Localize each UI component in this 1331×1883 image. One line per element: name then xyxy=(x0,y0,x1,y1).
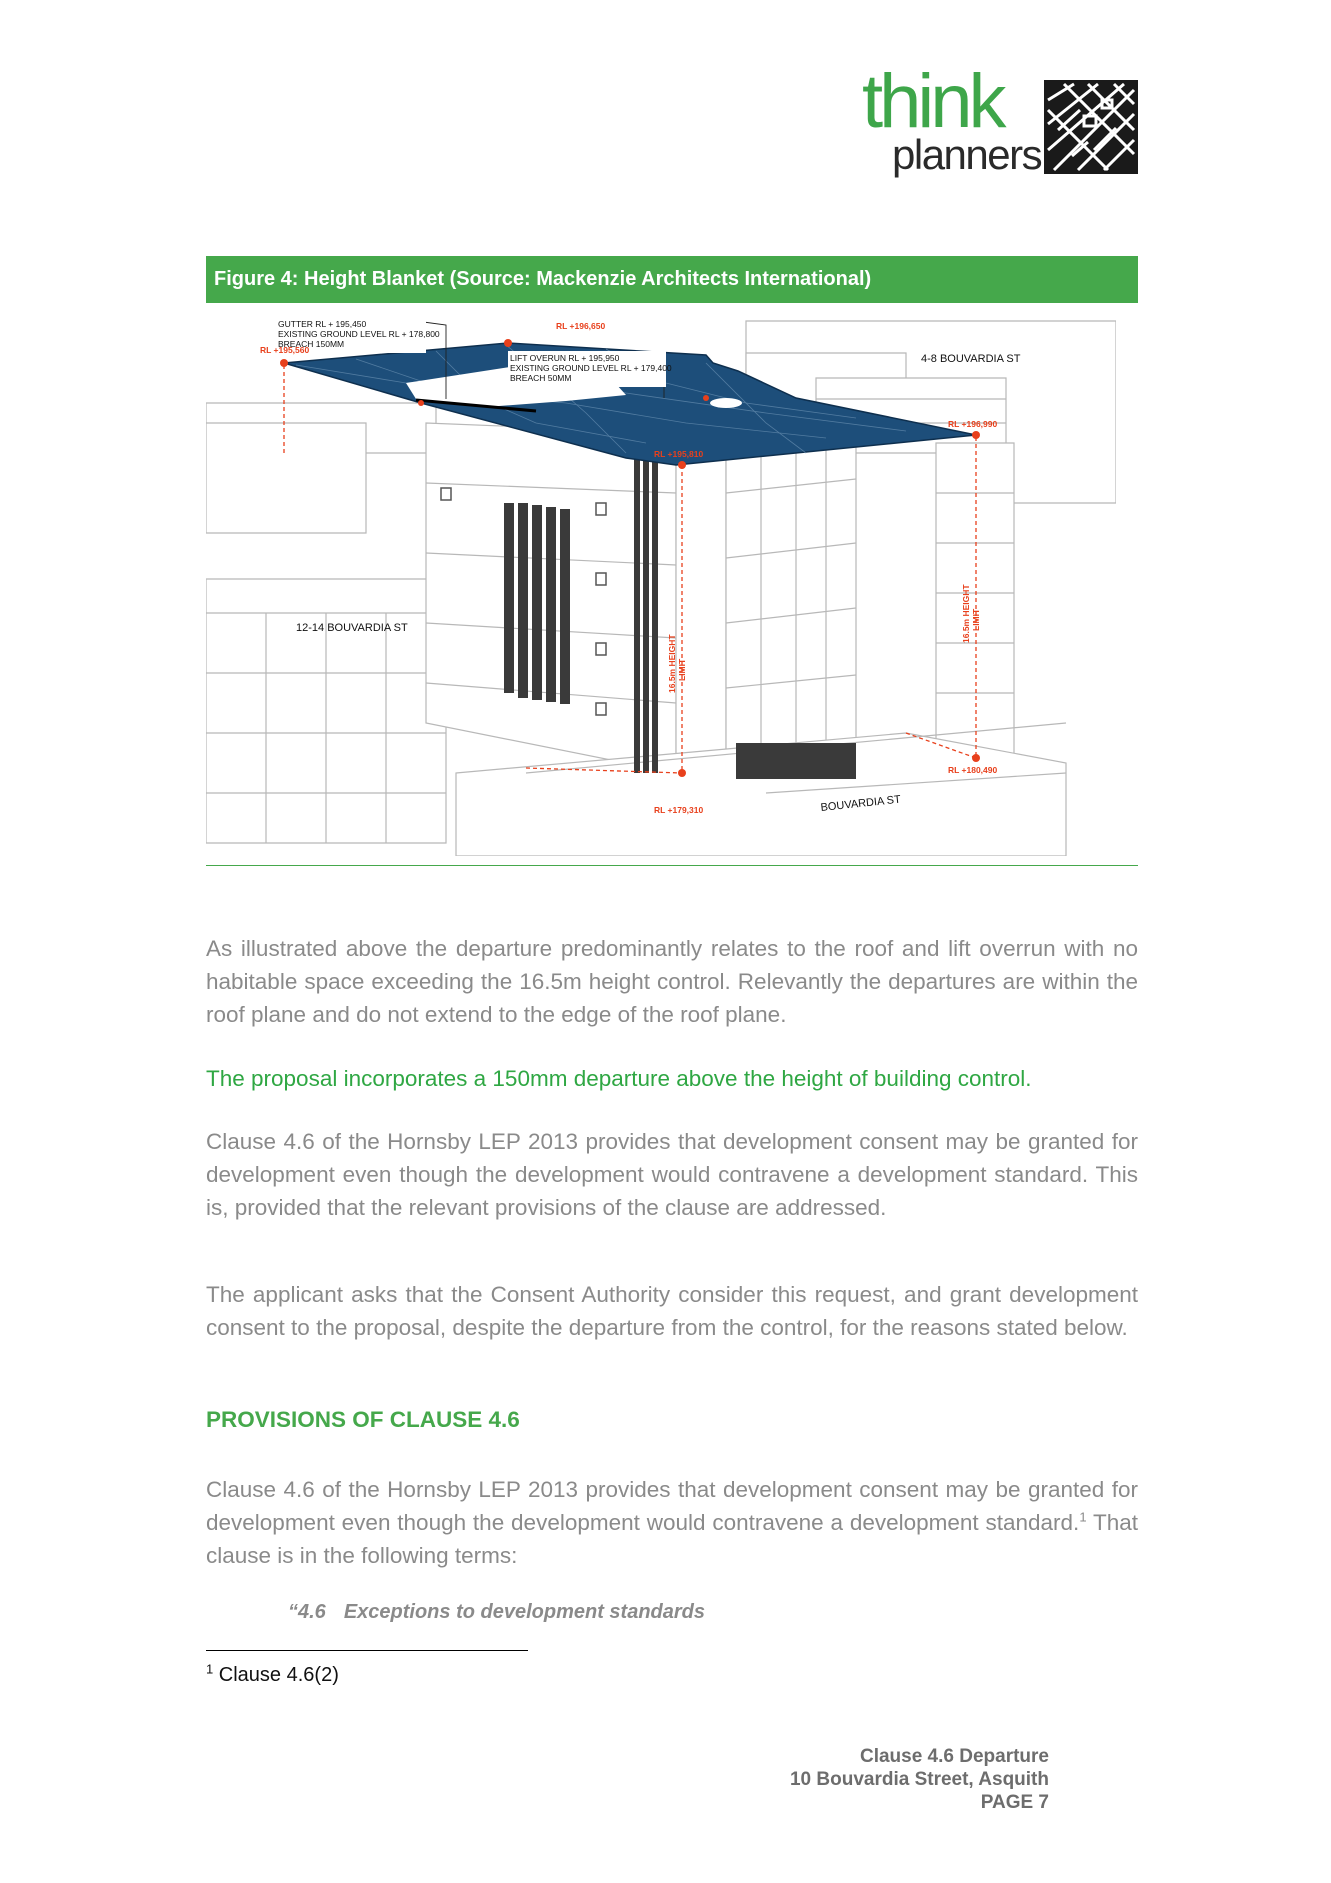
lift-annotation-line1: LIFT OVERUN RL + 195,950 xyxy=(510,353,620,363)
street-label-4-8: 4-8 BOUVARDIA ST xyxy=(921,353,1021,365)
rl-195560-label: RL +195,560 xyxy=(260,345,310,355)
height-limit-label-centre-1: 16.5m HEIGHT xyxy=(667,634,677,693)
rl-196990-label: RL +196,990 xyxy=(948,419,998,429)
footnote-number: 1 xyxy=(206,1661,214,1677)
gutter-annotation-line2: EXISTING GROUND LEVEL RL + 178,800 xyxy=(278,329,440,339)
height-blanket-figure: GUTTER RL + 195,450 EXISTING GROUND LEVE… xyxy=(206,303,1138,866)
lift-annotation-line3: BREACH 50MM xyxy=(510,373,571,383)
gutter-annotation-line1: GUTTER RL + 195,450 xyxy=(278,319,367,329)
clause-terms-text-end: That clause is in the following terms: xyxy=(206,1510,1138,1568)
height-blanket-drawing: GUTTER RL + 195,450 EXISTING GROUND LEVE… xyxy=(206,303,1116,856)
height-limit-label-centre-2: LIMIT xyxy=(677,658,687,681)
quote-clause-number: “4.6 xyxy=(288,1601,326,1623)
page-footer: Clause 4.6 Departure 10 Bouvardia Street… xyxy=(790,1745,1049,1814)
clause-terms-text: Clause 4.6 of the Hornsby LEP 2013 provi… xyxy=(206,1477,1138,1535)
height-limit-label-right-2: LIMIT xyxy=(971,608,981,631)
paragraph-clause-intro: Clause 4.6 of the Hornsby LEP 2013 provi… xyxy=(206,1129,1138,1220)
quote-clause-title-text: Exceptions to development standards xyxy=(343,1601,706,1623)
height-limit-label-right-1: 16.5m HEIGHT xyxy=(961,584,971,643)
figure-caption: Figure 4: Height Blanket (Source: Macken… xyxy=(206,256,1138,303)
paragraph-proposal-summary: The proposal incorporates a 150mm depart… xyxy=(206,1066,1032,1091)
think-planners-logo: think planners xyxy=(862,64,1138,180)
map-grid-icon xyxy=(1044,80,1138,174)
footer-document-title: Clause 4.6 Departure xyxy=(859,1746,1049,1767)
rl-196650-label: RL +196,650 xyxy=(556,321,606,331)
rl-180490-label: RL +180,490 xyxy=(948,765,998,775)
paragraph-applicant-request: The applicant asks that the Consent Auth… xyxy=(206,1282,1138,1340)
rl-179310-label: RL +179,310 xyxy=(654,805,704,815)
page-number: PAGE 7 xyxy=(980,1792,1049,1813)
lift-annotation-line2: EXISTING GROUND LEVEL RL + 179,400 xyxy=(510,363,672,373)
logo-think-text: think xyxy=(862,59,1007,144)
street-label-12-14: 12-14 BOUVARDIA ST xyxy=(296,622,408,634)
footer-address: 10 Bouvardia Street, Asquith xyxy=(789,1769,1049,1790)
rl-195810-label: RL +195,810 xyxy=(654,449,704,459)
footnote-text: Clause 4.6(2) xyxy=(213,1664,339,1686)
paragraph-departure-explanation: As illustrated above the departure predo… xyxy=(206,936,1138,1027)
footnote: 1 Clause 4.6(2) xyxy=(206,1661,339,1689)
footnote-reference[interactable]: 1 xyxy=(1079,1509,1087,1525)
logo-planners-text: planners xyxy=(892,131,1043,178)
section-heading: PROVISIONS OF CLAUSE 4.6 xyxy=(206,1407,520,1432)
paragraph-clause-terms: Clause 4.6 of the Hornsby LEP 2013 provi… xyxy=(206,1473,1138,1572)
gutter-annotation-line3: BREACH 150MM xyxy=(278,339,344,349)
footnote-divider xyxy=(206,1650,528,1651)
quoted-clause-title: “4.6 Exceptions to development standards xyxy=(288,1597,705,1627)
